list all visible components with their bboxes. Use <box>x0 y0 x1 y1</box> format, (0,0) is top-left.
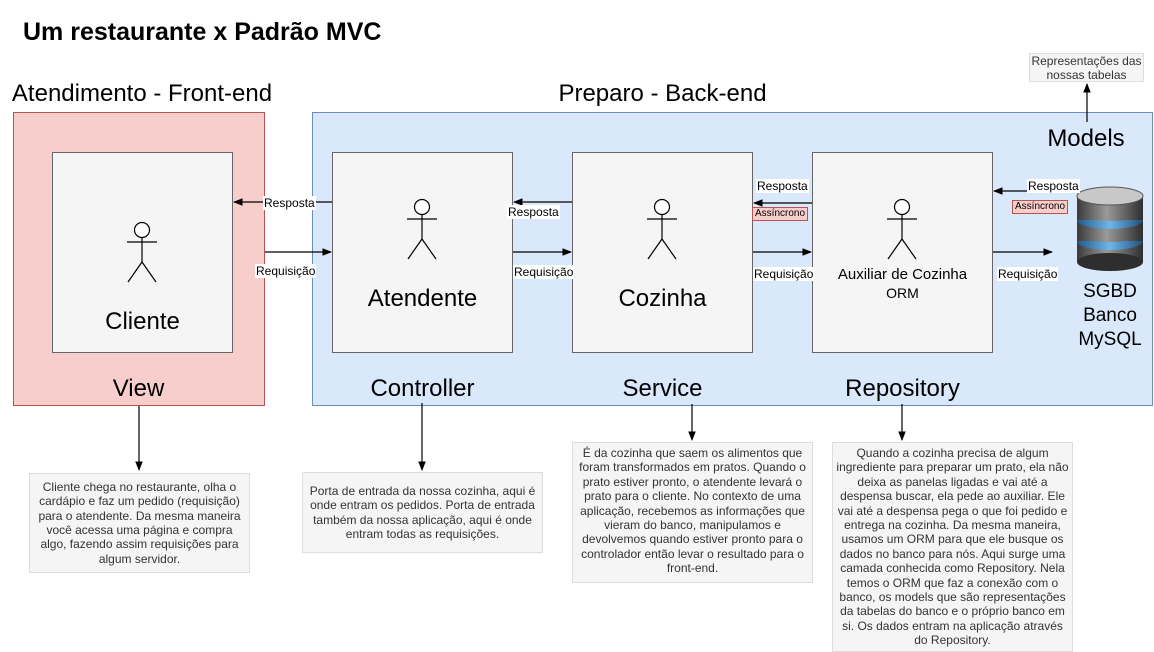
service-note: É da cozinha que saem os alimentos que f… <box>572 442 813 583</box>
models-note: Representações das nossas tabelas <box>1029 53 1144 82</box>
atendente-actor-icon <box>407 198 437 260</box>
database-label-line3: MySQL <box>1078 329 1142 350</box>
front-end-section-title: Atendimento - Front-end <box>11 80 273 107</box>
diagram-title: Um restaurante x Padrão MVC <box>23 18 382 46</box>
back-end-section-title: Preparo - Back-end <box>558 80 767 107</box>
database-label: SGBD Banco MySQL <box>1072 280 1148 352</box>
cozinha-label: Cozinha <box>618 285 707 312</box>
resposta-label-2: Resposta <box>507 205 560 219</box>
atendente-label: Atendente <box>367 285 478 312</box>
requisicao-label-2: Requisição <box>513 265 575 279</box>
cliente-label: Cliente <box>105 308 180 335</box>
resposta-label-1: Resposta <box>263 196 316 210</box>
layer-service-label: Service <box>622 375 703 402</box>
layer-models-label: Models <box>1047 125 1125 152</box>
layer-controller-label: Controller <box>370 375 475 402</box>
cozinha-actor-icon <box>647 198 677 260</box>
resposta-label-4: Resposta <box>1027 179 1080 193</box>
database-cylinder-icon <box>1074 186 1146 272</box>
auxiliar-label-line2: ORM <box>886 285 919 301</box>
requisicao-label-3: Requisição <box>753 267 815 281</box>
database-label-line2: Banco <box>1083 305 1137 326</box>
cliente-actor-icon <box>127 221 157 283</box>
auxiliar-label-line1: Auxiliar de Cozinha <box>837 266 968 283</box>
layer-repository-label: Repository <box>845 375 960 402</box>
resposta-label-3: Resposta <box>756 179 809 193</box>
layer-view-label: View <box>112 375 165 402</box>
assincrono-badge-1: Assíncrono <box>752 207 809 221</box>
atendente-box <box>332 152 513 353</box>
cozinha-box <box>572 152 753 353</box>
database-label-line1: SGBD <box>1083 281 1137 302</box>
controller-note: Porta de entrada da nossa cozinha, aqui … <box>302 472 543 553</box>
auxiliar-box <box>812 152 993 353</box>
assincrono-badge-2: Assíncrono <box>1012 200 1069 214</box>
requisicao-label-1: Requisição <box>255 264 317 278</box>
requisicao-label-4: Requisição <box>997 267 1059 281</box>
auxiliar-label: Auxiliar de Cozinha ORM <box>812 266 993 302</box>
view-note: Cliente chega no restaurante, olha o car… <box>29 473 250 573</box>
auxiliar-actor-icon <box>887 198 917 260</box>
